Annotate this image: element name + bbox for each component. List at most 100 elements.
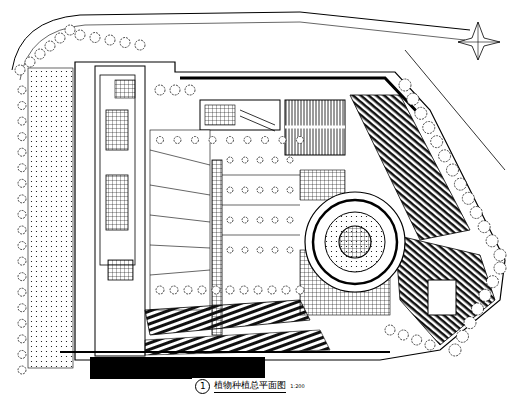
tree-symbol — [18, 242, 26, 250]
tree-symbol — [479, 289, 491, 301]
tree-symbol — [296, 286, 304, 294]
tree-symbol — [242, 217, 248, 223]
tree-symbol — [18, 164, 26, 172]
tree-symbol — [242, 157, 248, 163]
tree-symbol — [25, 57, 35, 67]
tree-symbol — [18, 257, 26, 265]
tree-symbol — [464, 317, 476, 329]
tree-symbol — [18, 102, 26, 110]
tree-symbol — [18, 335, 26, 343]
tree-symbol — [18, 210, 26, 218]
tree-symbol — [412, 335, 422, 345]
drawing-caption: 植物种植总平面图 — [214, 379, 286, 393]
tree-symbol — [297, 137, 304, 144]
tree-symbol — [272, 157, 278, 163]
tree-symbol — [18, 195, 26, 203]
tree-symbol — [272, 187, 278, 193]
tree-symbol — [282, 286, 290, 294]
tree-symbol — [156, 286, 164, 294]
tree-symbol — [18, 366, 26, 374]
tree-symbol — [240, 286, 248, 294]
tree-symbol — [425, 340, 435, 350]
tree-symbol — [90, 33, 100, 43]
tree-symbol — [257, 217, 263, 223]
tree-symbol — [18, 86, 26, 94]
tree-symbol — [242, 187, 248, 193]
tree-symbol — [470, 207, 482, 219]
tree-symbol — [18, 226, 26, 234]
tree-symbol — [242, 247, 248, 253]
tree-symbol — [227, 157, 233, 163]
tree-symbol — [15, 65, 25, 75]
tree-symbol — [75, 30, 85, 40]
tree-symbol — [254, 286, 262, 294]
tree-symbol — [478, 221, 490, 233]
tree-symbol — [198, 286, 206, 294]
tree-symbol — [431, 136, 443, 148]
tree-symbol — [18, 273, 26, 281]
tree-symbol — [287, 217, 293, 223]
tree-symbol — [399, 79, 411, 91]
tree-symbol — [135, 40, 145, 50]
tree-symbol — [454, 178, 466, 190]
tree-symbol — [257, 187, 263, 193]
scale-label: 1:200 — [290, 383, 304, 389]
tree-symbol — [174, 137, 181, 144]
tree-symbol — [398, 330, 408, 340]
tree-symbol — [262, 137, 269, 144]
tree-symbol — [449, 344, 461, 356]
tree-symbol — [257, 247, 263, 253]
tree-symbol — [462, 192, 474, 204]
tree-symbol — [209, 137, 216, 144]
tree-symbol — [244, 137, 251, 144]
tree-symbol — [227, 247, 233, 253]
tree-symbol — [226, 286, 234, 294]
tree-symbol — [18, 304, 26, 312]
tree-symbol — [447, 164, 459, 176]
tree-symbol — [170, 286, 178, 294]
tree-symbol — [272, 217, 278, 223]
tree-symbol — [212, 286, 220, 294]
tree-symbol — [486, 235, 498, 247]
tree-symbol — [385, 325, 395, 335]
tree-symbol — [18, 319, 26, 327]
tree-symbol — [227, 137, 234, 144]
tree-symbol — [184, 286, 192, 294]
tree-symbol — [457, 330, 469, 342]
tree-symbol — [105, 35, 115, 45]
tree-symbol — [287, 187, 293, 193]
tree-symbol — [279, 137, 286, 144]
tree-symbol — [192, 137, 199, 144]
tree-symbol — [18, 148, 26, 156]
tree-symbol — [494, 262, 506, 274]
tree-symbol — [55, 33, 65, 43]
tree-symbol — [257, 157, 263, 163]
tree-symbol — [18, 350, 26, 358]
tree-symbol — [65, 25, 75, 35]
tree-symbol — [287, 157, 293, 163]
tree-symbol — [157, 137, 164, 144]
tree-symbol — [18, 133, 26, 141]
tree-symbol — [494, 249, 506, 261]
tree-symbol — [227, 217, 233, 223]
tree-symbol — [185, 85, 195, 95]
tree-symbol — [423, 122, 435, 134]
tree-symbol — [35, 49, 45, 59]
tree-symbol — [155, 85, 165, 95]
caption-block: 1 植物种植总平面图 1:200 — [192, 378, 307, 394]
tree-symbol — [439, 150, 451, 162]
tree-symbol — [415, 107, 427, 119]
tree-symbol — [472, 303, 484, 315]
tree-symbol — [18, 117, 26, 125]
tree-symbol — [120, 38, 130, 48]
tree-symbol — [487, 276, 499, 288]
tree-symbol — [18, 179, 26, 187]
tree-symbol — [170, 85, 180, 95]
tree-symbol — [18, 288, 26, 296]
drawing-number: 1 — [195, 379, 210, 394]
tree-symbol — [407, 93, 419, 105]
tree-symbol — [287, 247, 293, 253]
tree-symbol — [45, 41, 55, 51]
tree-symbol — [227, 187, 233, 193]
